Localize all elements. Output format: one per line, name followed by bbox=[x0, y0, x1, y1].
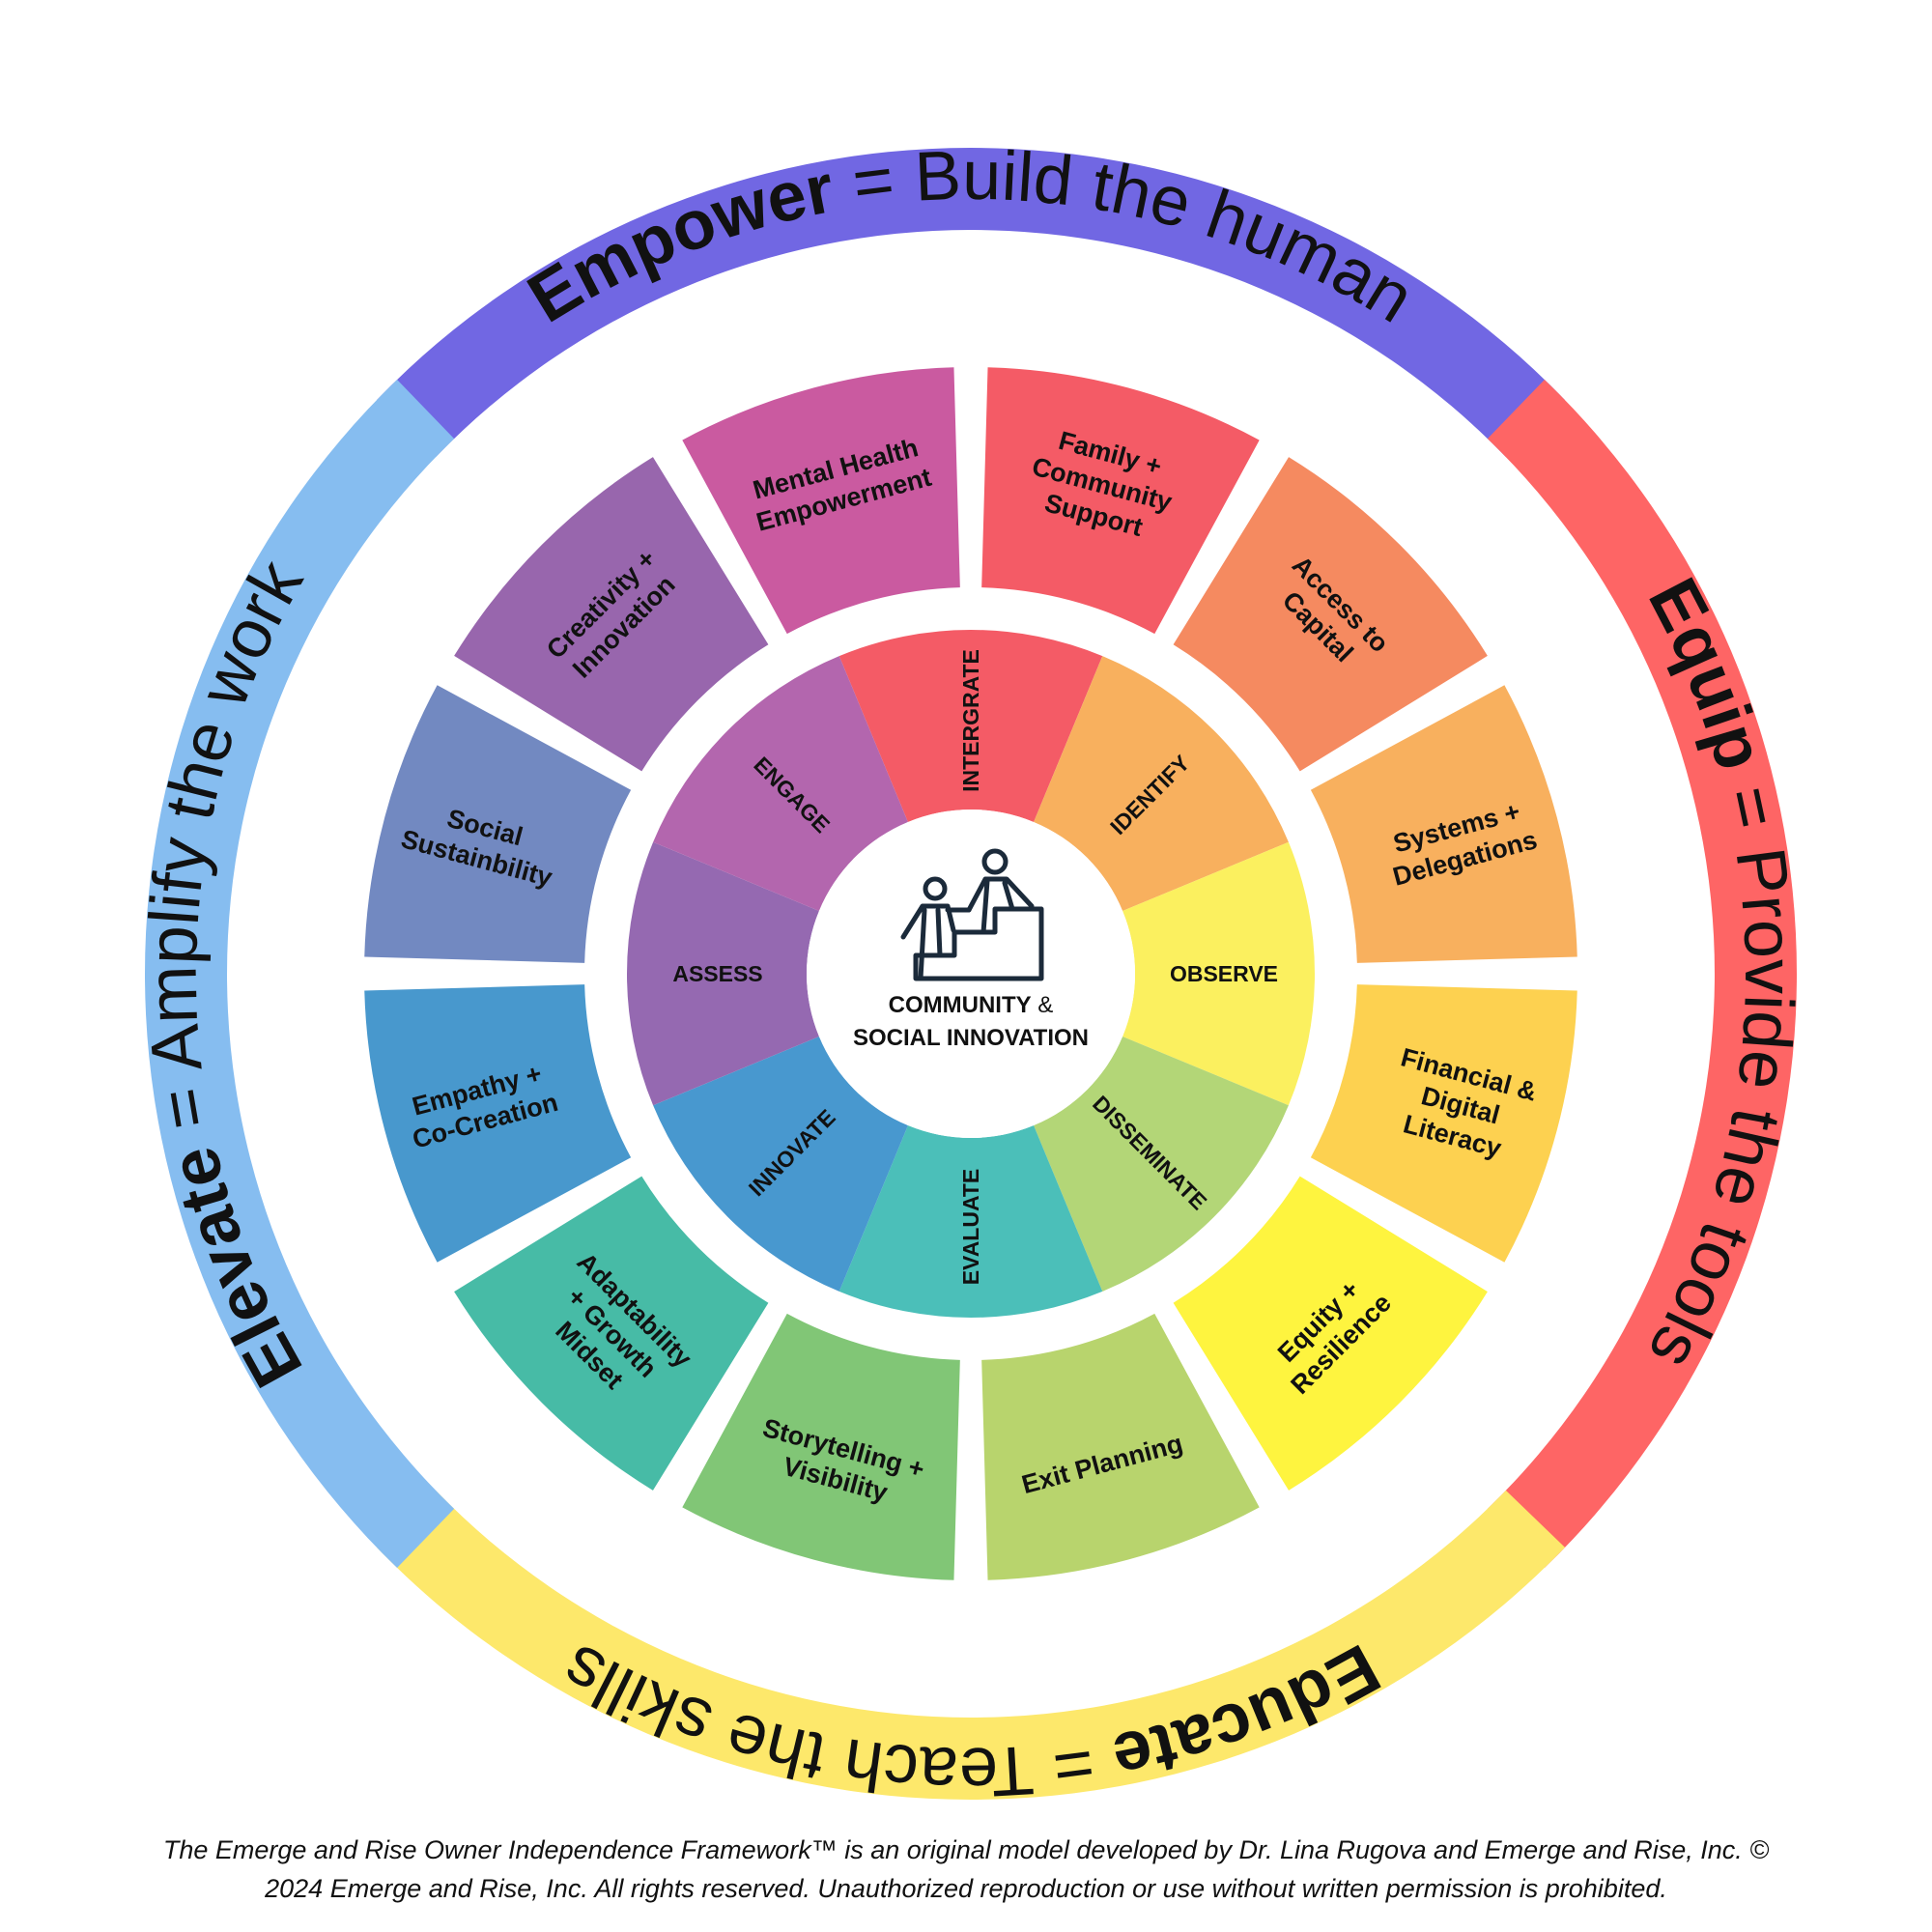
middle-segment: Financial &DigitalLiteracy bbox=[1310, 984, 1577, 1263]
inner-segment: ASSESS bbox=[627, 841, 819, 1106]
inner-segment: EVALUATE bbox=[838, 1125, 1103, 1319]
center-circle bbox=[807, 810, 1135, 1138]
inner-segment-label: EVALUATE bbox=[958, 1169, 983, 1286]
inner-segment: ENGAGE bbox=[653, 656, 908, 911]
inner-segment-label: ASSESS bbox=[672, 961, 762, 986]
inner-ring: INTERGRATE IDENTIFY OBSERVE DISSEMINATE EVAL… bbox=[627, 630, 1316, 1319]
middle-segment: Access toCapital bbox=[1173, 457, 1488, 772]
middle-segment: Exit Planning bbox=[981, 1313, 1260, 1580]
middle-segment: Equity +Resilience bbox=[1173, 1176, 1488, 1491]
middle-segment: Creativity +Innovation bbox=[454, 457, 769, 772]
outer-band-empower bbox=[376, 147, 1566, 458]
middle-segment: Empathy +Co-Creation bbox=[364, 984, 632, 1263]
outer-band-elevate bbox=[145, 379, 455, 1569]
copyright-footer: The Emerge and Rise Owner Independence F… bbox=[97, 1831, 1835, 1908]
middle-segment: Mental HealthEmpowerment bbox=[682, 367, 960, 635]
inner-segment-label: INTERGRATE bbox=[958, 649, 983, 792]
center-title-line2: SOCIAL INNOVATION bbox=[853, 1025, 1089, 1051]
outer-band-educate bbox=[376, 1490, 1566, 1800]
inner-segment: OBSERVE bbox=[1122, 841, 1316, 1106]
outer-band-label-empower: Empower = Build the human bbox=[515, 137, 1426, 338]
middle-segment: Adaptability+ GrowthMidset bbox=[454, 1176, 769, 1491]
center-hub: COMMUNITY & SOCIAL INNOVATION bbox=[807, 810, 1135, 1138]
helping-hand-climb-icon bbox=[900, 848, 1044, 981]
center-title-line1: COMMUNITY & bbox=[889, 992, 1054, 1018]
footer-line-2: 2024 Emerge and Rise, Inc. All rights re… bbox=[265, 1874, 1667, 1903]
middle-segment: Systems +Delegations bbox=[1310, 685, 1577, 963]
inner-segment: INNOVATE bbox=[653, 1037, 908, 1292]
inner-segment: INTERGRATE bbox=[838, 630, 1103, 822]
outer-band-equip bbox=[1487, 379, 1797, 1569]
middle-segment: Storytelling +Visibility bbox=[682, 1313, 960, 1580]
middle-segment: SocialSustainbility bbox=[364, 685, 632, 963]
inner-segment: IDENTIFY bbox=[1034, 656, 1289, 911]
inner-segment: DISSEMINATE bbox=[1034, 1037, 1289, 1292]
middle-segment: Family +CommunitySupport bbox=[981, 367, 1260, 635]
inner-segment-label: OBSERVE bbox=[1170, 961, 1278, 986]
footer-line-1: The Emerge and Rise Owner Independence F… bbox=[162, 1835, 1770, 1864]
